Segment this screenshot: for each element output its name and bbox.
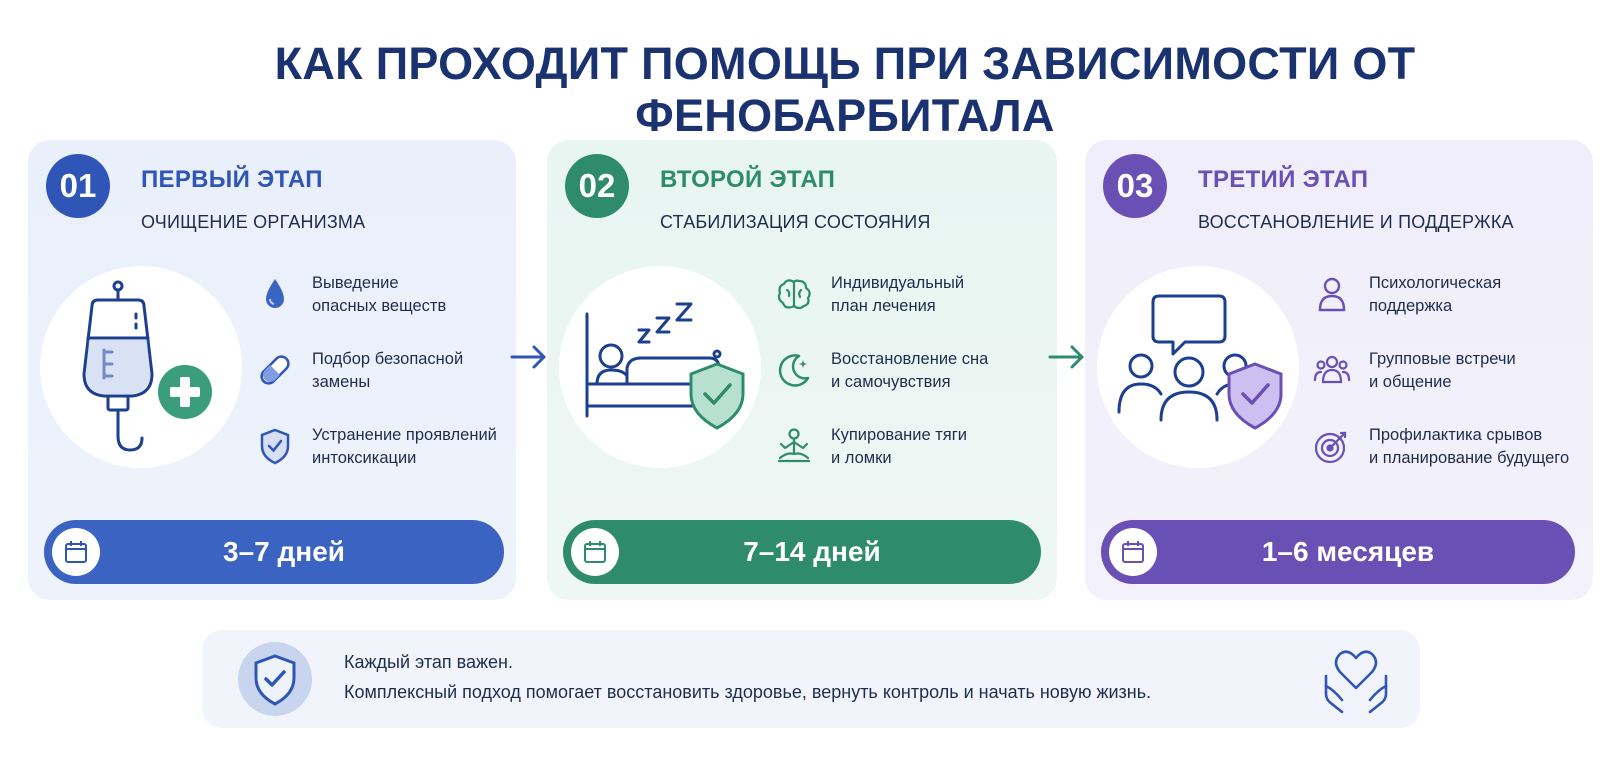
stage-subtitle: СТАБИЛИЗАЦИЯ СОСТОЯНИЯ [660, 212, 931, 232]
duration-bar: 1–6 месяцев [1101, 520, 1575, 584]
stage-number: 01 [46, 154, 110, 218]
note-line-2: Комплексный подход помогает восстановить… [344, 682, 1152, 702]
drop-icon [266, 279, 284, 308]
arrow-right-icon [510, 345, 546, 369]
duration-label: 1–6 месяцев [1261, 536, 1435, 567]
note-line-1: Каждый этап важен. [344, 652, 513, 672]
sleeping-bed-icon [559, 266, 761, 468]
stage-title: ТРЕТИЙ ЭТАП [1198, 166, 1369, 193]
stage-subtitle: ВОССТАНОВЛЕНИЕ И ПОДДЕРЖКА [1198, 212, 1514, 232]
meditation-icon [777, 428, 811, 463]
stage-subtitle: ОЧИЩЕНИЕ ОРГАНИЗМА [141, 212, 366, 232]
shield-check-icon [238, 642, 312, 716]
calendar-icon [52, 528, 100, 576]
duration-bar: 7–14 дней [563, 520, 1041, 584]
shield-check-icon [260, 428, 290, 465]
duration-bar: 3–7 дней [44, 520, 504, 584]
calendar-icon [1109, 528, 1157, 576]
stage-number: 03 [1103, 154, 1167, 218]
target-icon [1314, 431, 1347, 464]
stage-title: ВТОРОЙ ЭТАП [660, 166, 836, 193]
person-icon [1318, 277, 1346, 312]
stage-number: 02 [565, 154, 629, 218]
brain-icon [777, 279, 811, 310]
summary-note: Каждый этап важен. Комплексный подход по… [202, 630, 1420, 728]
stage-card-2: 02 ВТОРОЙ ЭТАП СТАБИЛИЗАЦИЯ СОСТОЯНИЯ [547, 140, 1057, 600]
moon-icon [778, 354, 810, 387]
group-icon [1313, 355, 1351, 384]
iv-drip-icon [40, 266, 242, 468]
duration-label: 3–7 дней [223, 536, 345, 567]
duration-label: 7–14 дней [743, 536, 881, 567]
capsule-icon [260, 355, 290, 385]
heart-hands-icon [1324, 650, 1388, 714]
stage-card-3: 03 ТРЕТИЙ ЭТАП ВОССТАНОВЛЕНИЕ И ПОДДЕРЖК… [1085, 140, 1593, 600]
calendar-icon [571, 528, 619, 576]
stage-card-1: 01 ПЕРВЫЙ ЭТАП ОЧИЩЕНИЕ ОРГАНИЗМА [28, 140, 516, 600]
group-chat-icon [1097, 266, 1299, 468]
stage-title: ПЕРВЫЙ ЭТАП [141, 166, 323, 193]
page-title: КАК ПРОХОДИТ ПОМОЩЬ ПРИ ЗАВИСИМОСТИ ОТ Ф… [274, 38, 1416, 141]
arrow-right-icon [1048, 345, 1084, 369]
